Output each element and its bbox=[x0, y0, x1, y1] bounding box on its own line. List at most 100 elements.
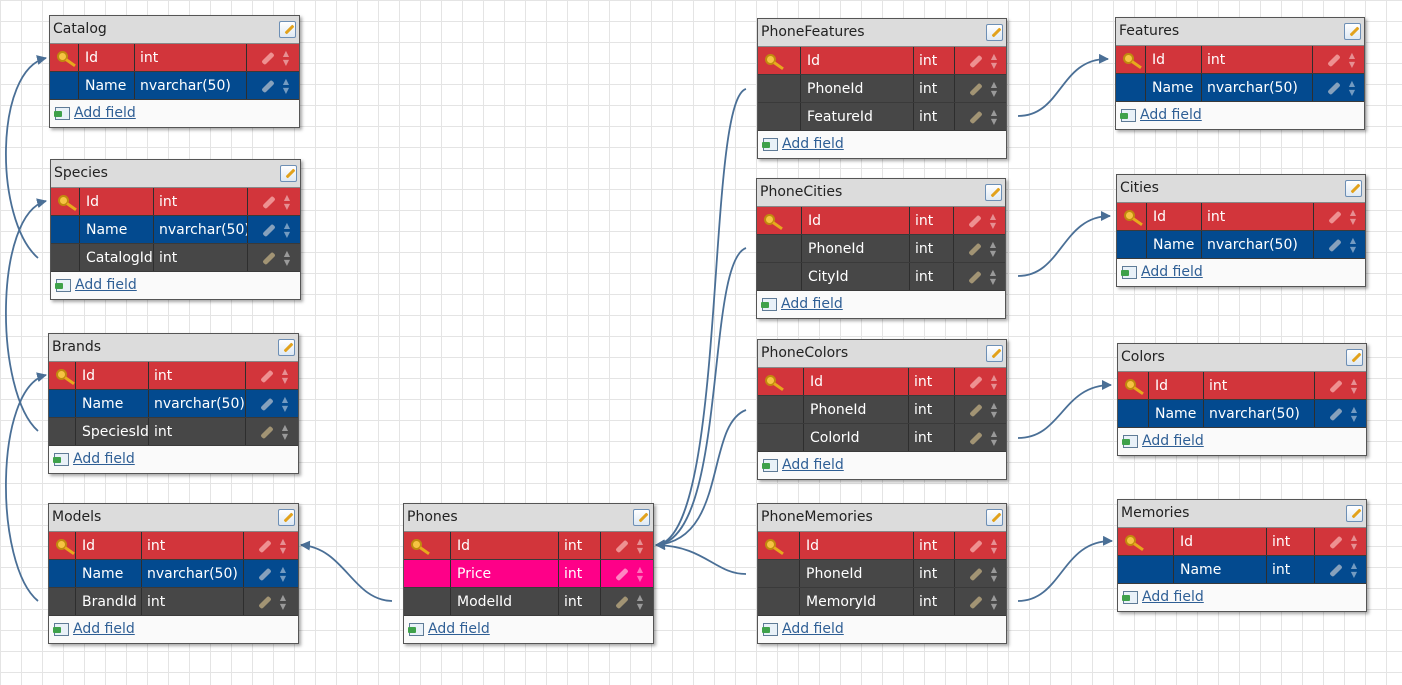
reorder-arrows-icon[interactable]: ▲▼ bbox=[1348, 51, 1356, 69]
edit-field-icon[interactable] bbox=[260, 397, 274, 412]
reorder-arrows-icon[interactable]: ▲▼ bbox=[279, 537, 287, 555]
edit-field-icon[interactable] bbox=[1328, 210, 1342, 225]
add-field-label[interactable]: Add field bbox=[782, 621, 844, 637]
table-header[interactable]: Catalog bbox=[50, 16, 299, 44]
reorder-arrows-icon[interactable]: ▲▼ bbox=[1350, 561, 1358, 579]
reorder-arrows-icon[interactable]: ▲▼ bbox=[283, 221, 291, 239]
add-field-label[interactable]: Add field bbox=[73, 621, 135, 637]
field-row[interactable]: Name nvarchar(50) ▲▼ bbox=[50, 72, 299, 100]
edit-field-icon[interactable] bbox=[969, 403, 983, 418]
table-phone-colors[interactable]: PhoneColors Id int ▲▼ PhoneId int ▲▼ Col… bbox=[757, 339, 1007, 480]
add-field-link[interactable]: Add field bbox=[1118, 584, 1366, 611]
reorder-arrows-icon[interactable]: ▲▼ bbox=[990, 52, 998, 70]
field-row[interactable]: SpeciesId int ▲▼ bbox=[49, 418, 298, 446]
reorder-arrows-icon[interactable]: ▲▼ bbox=[636, 593, 644, 611]
edit-field-icon[interactable] bbox=[258, 539, 272, 554]
edit-field-icon[interactable] bbox=[969, 567, 983, 582]
edit-field-icon[interactable] bbox=[969, 375, 983, 390]
reorder-arrows-icon[interactable]: ▲▼ bbox=[990, 593, 998, 611]
edit-table-icon[interactable] bbox=[1344, 23, 1361, 40]
reorder-arrows-icon[interactable]: ▲▼ bbox=[1348, 79, 1356, 97]
add-field-icon[interactable] bbox=[1122, 591, 1138, 604]
table-header[interactable]: PhoneMemories bbox=[758, 504, 1006, 532]
edit-table-icon[interactable] bbox=[986, 345, 1003, 362]
reorder-arrows-icon[interactable]: ▲▼ bbox=[282, 49, 290, 67]
table-memories[interactable]: Memories Id int ▲▼ Name int ▲▼ Add field bbox=[1117, 499, 1367, 612]
edit-field-icon[interactable] bbox=[262, 195, 276, 210]
field-row[interactable]: Id int ▲▼ bbox=[1118, 372, 1366, 400]
field-row[interactable]: Id int ▲▼ bbox=[1116, 46, 1364, 74]
table-models[interactable]: Models Id int ▲▼ Name nvarchar(50) ▲▼ Br… bbox=[48, 503, 299, 644]
table-features[interactable]: Features Id int ▲▼ Name nvarchar(50) ▲▼ … bbox=[1115, 17, 1365, 130]
reorder-arrows-icon[interactable]: ▲▼ bbox=[989, 212, 997, 230]
field-row[interactable]: MemoryId int ▲▼ bbox=[758, 588, 1006, 616]
edit-field-icon[interactable] bbox=[258, 567, 272, 582]
reorder-arrows-icon[interactable]: ▲▼ bbox=[279, 593, 287, 611]
add-field-link[interactable]: Add field bbox=[49, 446, 298, 473]
table-brands[interactable]: Brands Id int ▲▼ Name nvarchar(50) ▲▼ Sp… bbox=[48, 333, 299, 474]
reorder-arrows-icon[interactable]: ▲▼ bbox=[990, 108, 998, 126]
edit-field-icon[interactable] bbox=[1327, 81, 1341, 96]
edit-field-icon[interactable] bbox=[262, 223, 276, 238]
add-field-icon[interactable] bbox=[53, 453, 69, 466]
add-field-icon[interactable] bbox=[54, 107, 70, 120]
table-header[interactable]: Memories bbox=[1118, 500, 1366, 528]
table-header[interactable]: Species bbox=[51, 160, 300, 188]
edit-field-icon[interactable] bbox=[969, 54, 983, 69]
field-row[interactable]: Id int ▲▼ bbox=[50, 44, 299, 72]
edit-field-icon[interactable] bbox=[260, 369, 274, 384]
edit-field-icon[interactable] bbox=[261, 51, 275, 66]
edit-field-icon[interactable] bbox=[969, 595, 983, 610]
field-row[interactable]: Id int ▲▼ bbox=[758, 47, 1006, 75]
field-row[interactable]: Name int ▲▼ bbox=[1118, 556, 1366, 584]
field-row[interactable]: Name nvarchar(50) ▲▼ bbox=[51, 216, 300, 244]
edit-field-icon[interactable] bbox=[615, 567, 629, 582]
edit-field-icon[interactable] bbox=[968, 214, 982, 229]
edit-table-icon[interactable] bbox=[985, 184, 1002, 201]
reorder-arrows-icon[interactable]: ▲▼ bbox=[989, 268, 997, 286]
edit-field-icon[interactable] bbox=[968, 242, 982, 257]
field-row[interactable]: Id int ▲▼ bbox=[51, 188, 300, 216]
reorder-arrows-icon[interactable]: ▲▼ bbox=[282, 77, 290, 95]
field-row[interactable]: Id int ▲▼ bbox=[757, 207, 1005, 235]
add-field-icon[interactable] bbox=[1122, 435, 1138, 448]
table-catalog[interactable]: Catalog Id int ▲▼ Name nvarchar(50) ▲▼ A… bbox=[49, 15, 300, 128]
field-row[interactable]: CatalogId int ▲▼ bbox=[51, 244, 300, 272]
add-field-link[interactable]: Add field bbox=[1117, 259, 1365, 286]
edit-field-icon[interactable] bbox=[1328, 238, 1342, 253]
table-header[interactable]: Features bbox=[1116, 18, 1364, 46]
edit-field-icon[interactable] bbox=[969, 539, 983, 554]
edit-table-icon[interactable] bbox=[279, 21, 296, 38]
edit-field-icon[interactable] bbox=[1329, 535, 1343, 550]
add-field-link[interactable]: Add field bbox=[757, 291, 1005, 318]
edit-field-icon[interactable] bbox=[1327, 53, 1341, 68]
edit-field-icon[interactable] bbox=[615, 539, 629, 554]
table-cities[interactable]: Cities Id int ▲▼ Name nvarchar(50) ▲▼ Ad… bbox=[1116, 174, 1366, 287]
table-phones[interactable]: Phones Id int ▲▼ Price int ▲▼ ModelId in… bbox=[403, 503, 654, 644]
add-field-icon[interactable] bbox=[761, 298, 777, 311]
table-header[interactable]: Cities bbox=[1117, 175, 1365, 203]
add-field-label[interactable]: Add field bbox=[782, 136, 844, 152]
edit-field-icon[interactable] bbox=[969, 82, 983, 97]
reorder-arrows-icon[interactable]: ▲▼ bbox=[281, 367, 289, 385]
reorder-arrows-icon[interactable]: ▲▼ bbox=[636, 537, 644, 555]
add-field-icon[interactable] bbox=[1120, 109, 1136, 122]
table-header[interactable]: PhoneFeatures bbox=[758, 19, 1006, 47]
field-row[interactable]: Name nvarchar(50) ▲▼ bbox=[1116, 74, 1364, 102]
reorder-arrows-icon[interactable]: ▲▼ bbox=[990, 373, 998, 391]
edit-field-icon[interactable] bbox=[1329, 563, 1343, 578]
add-field-icon[interactable] bbox=[53, 623, 69, 636]
add-field-label[interactable]: Add field bbox=[73, 451, 135, 467]
add-field-link[interactable]: Add field bbox=[49, 616, 298, 643]
edit-table-icon[interactable] bbox=[986, 509, 1003, 526]
reorder-arrows-icon[interactable]: ▲▼ bbox=[990, 80, 998, 98]
field-row[interactable]: Name nvarchar(50) ▲▼ bbox=[1117, 231, 1365, 259]
edit-field-icon[interactable] bbox=[261, 79, 275, 94]
table-phone-memories[interactable]: PhoneMemories Id int ▲▼ PhoneId int ▲▼ M… bbox=[757, 503, 1007, 644]
add-field-label[interactable]: Add field bbox=[781, 296, 843, 312]
add-field-label[interactable]: Add field bbox=[782, 457, 844, 473]
edit-table-icon[interactable] bbox=[1345, 180, 1362, 197]
table-header[interactable]: PhoneColors bbox=[758, 340, 1006, 368]
field-row[interactable]: Id int ▲▼ bbox=[404, 532, 653, 560]
table-colors[interactable]: Colors Id int ▲▼ Name nvarchar(50) ▲▼ Ad… bbox=[1117, 343, 1367, 456]
